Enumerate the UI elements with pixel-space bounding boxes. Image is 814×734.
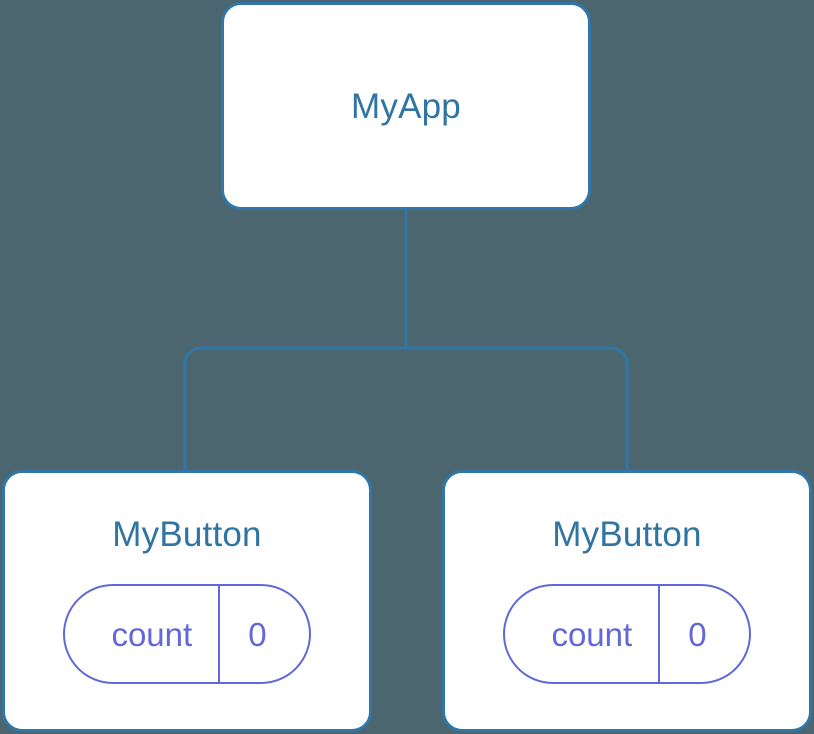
node-card-child-1[interactable]: MyButton count 0 [442,470,812,732]
state-key-child-0: count [111,615,193,653]
state-pill-divider-child-1 [658,586,661,682]
state-pill-child-0[interactable]: count 0 [63,584,311,684]
node-title-child-0: MyButton [112,515,262,554]
connector-branch-right [406,346,629,470]
state-pill-child-1[interactable]: count 0 [503,584,751,684]
state-key-child-1: count [551,615,633,653]
node-title-root: MyApp [351,86,461,126]
connector-branch-left [183,346,406,470]
node-card-root[interactable]: MyApp [221,2,591,210]
node-card-child-0[interactable]: MyButton count 0 [2,470,372,732]
state-value-child-0: 0 [248,615,267,653]
node-title-child-1: MyButton [552,515,702,554]
state-value-child-1: 0 [688,615,707,653]
state-pill-divider-child-0 [218,586,221,682]
